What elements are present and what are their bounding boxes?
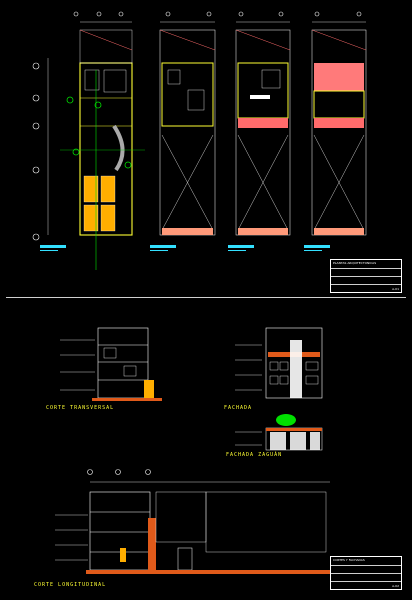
left-axis-markers [32,62,40,241]
title-block-code: A-01 [392,287,399,291]
title-block-name: CORTES Y FACHADAS [333,558,365,562]
facade-main [235,327,323,399]
label-fachada-zaguan: FACHADA ZAGUÁN [226,452,283,458]
section-transversal [60,327,162,401]
plan-second-floor [228,29,291,251]
label-corte-longitudinal: CORTE LONGITUDINAL [34,582,107,588]
plan-first-floor [150,29,216,251]
title-block-code: A-02 [392,584,399,588]
title-block-sections[interactable]: CORTES Y FACHADAS A-02 [330,556,402,590]
plan-roof [304,29,367,251]
title-block-plans[interactable]: PLANTAS ARQUITECTONICAS A-01 [330,259,402,293]
label-fachada: FACHADA [224,405,253,411]
facade-zaguan [235,414,323,451]
top-dimension-markers [73,11,362,17]
floor-plans [32,11,367,270]
section-longitudinal [55,469,330,574]
sheet-divider [6,297,406,298]
plan-ground-floor [40,29,145,270]
title-block-name: PLANTAS ARQUITECTONICAS [333,261,377,265]
label-corte-transversal: CORTE TRANSVERSAL [46,405,115,411]
